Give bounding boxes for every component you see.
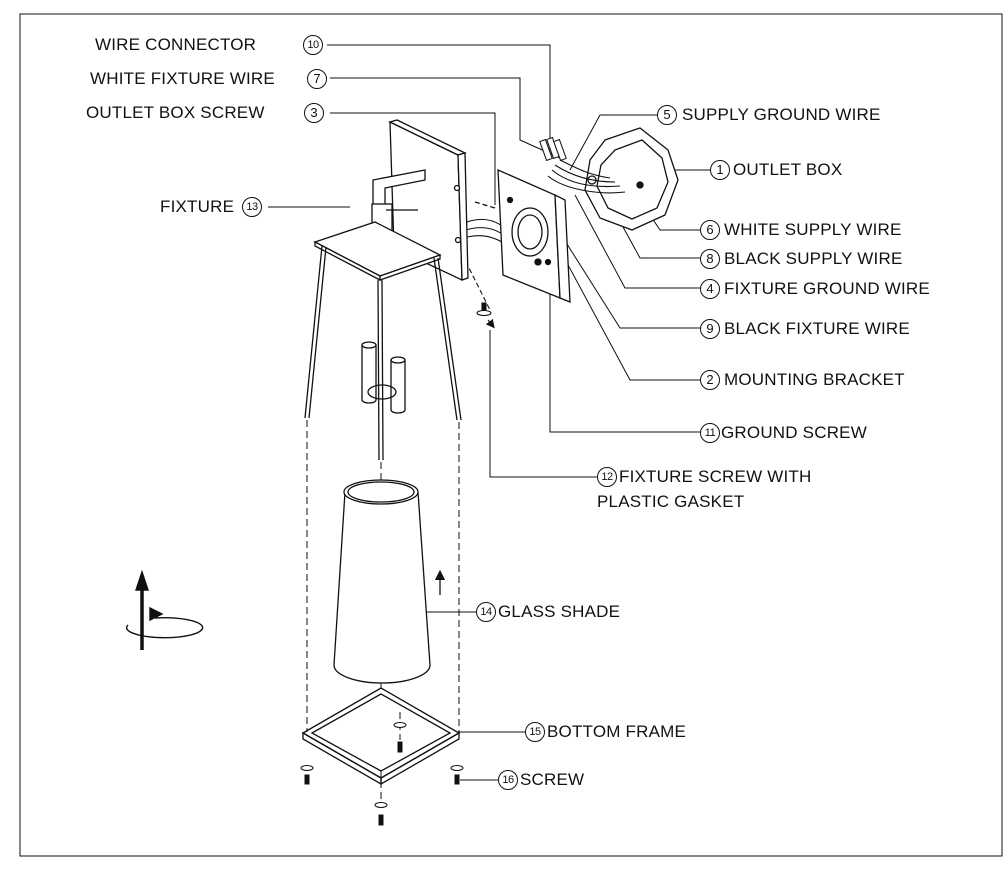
label-fixture-screw: FIXTURE SCREW WITH <box>619 467 812 486</box>
callout-8: 8 <box>700 249 720 269</box>
leader-lines <box>268 44 710 781</box>
callout-7: 7 <box>307 69 327 89</box>
rotation-arrow-icon <box>125 569 204 650</box>
label-outlet-box-screw: OUTLET BOX SCREW <box>86 103 265 122</box>
mounting-bracket <box>474 168 571 303</box>
callout-6: 6 <box>700 220 720 240</box>
label-ground-screw: GROUND SCREW <box>721 423 867 442</box>
callout-11: 11 <box>700 423 720 443</box>
fixture <box>304 119 469 461</box>
callout-16: 16 <box>498 770 518 790</box>
label-white-fixture-wire: WHITE FIXTURE WIRE <box>90 69 275 88</box>
label-fixture-ground-wire: FIXTURE GROUND WIRE <box>724 279 930 298</box>
label-black-fixture-wire: BLACK FIXTURE WIRE <box>724 319 910 338</box>
callout-10: 10 <box>303 35 323 55</box>
label-plastic-gasket: PLASTIC GASKET <box>597 492 745 511</box>
label-fixture: FIXTURE <box>160 197 235 216</box>
glass-shade <box>333 479 446 684</box>
fixture-screw <box>454 239 495 329</box>
callout-9: 9 <box>700 319 720 339</box>
label-mounting-bracket: MOUNTING BRACKET <box>724 370 905 389</box>
label-screw: SCREW <box>520 770 585 789</box>
callout-1: 1 <box>710 160 730 180</box>
label-glass-shade: GLASS SHADE <box>498 602 621 621</box>
label-bottom-frame: BOTTOM FRAME <box>547 722 687 741</box>
bottom-screws <box>300 722 464 826</box>
callout-3: 3 <box>304 103 324 123</box>
label-wire-connector: WIRE CONNECTOR <box>95 35 257 54</box>
drawing-border <box>19 13 1003 857</box>
callout-13: 13 <box>242 197 262 217</box>
bottom-frame <box>301 687 461 786</box>
callout-2: 2 <box>700 370 720 390</box>
callout-12: 12 <box>597 467 617 487</box>
label-supply-ground-wire: SUPPLY GROUND WIRE <box>682 105 881 124</box>
wire-connectors <box>539 136 567 162</box>
outlet-box <box>584 127 679 231</box>
callout-14: 14 <box>476 602 496 622</box>
callout-4: 4 <box>700 279 720 299</box>
callout-15: 15 <box>525 722 545 742</box>
label-outlet-box: OUTLET BOX <box>733 160 843 179</box>
label-white-supply-wire: WHITE SUPPLY WIRE <box>724 220 902 239</box>
callout-5: 5 <box>657 105 677 125</box>
label-black-supply-wire: BLACK SUPPLY WIRE <box>724 249 903 268</box>
